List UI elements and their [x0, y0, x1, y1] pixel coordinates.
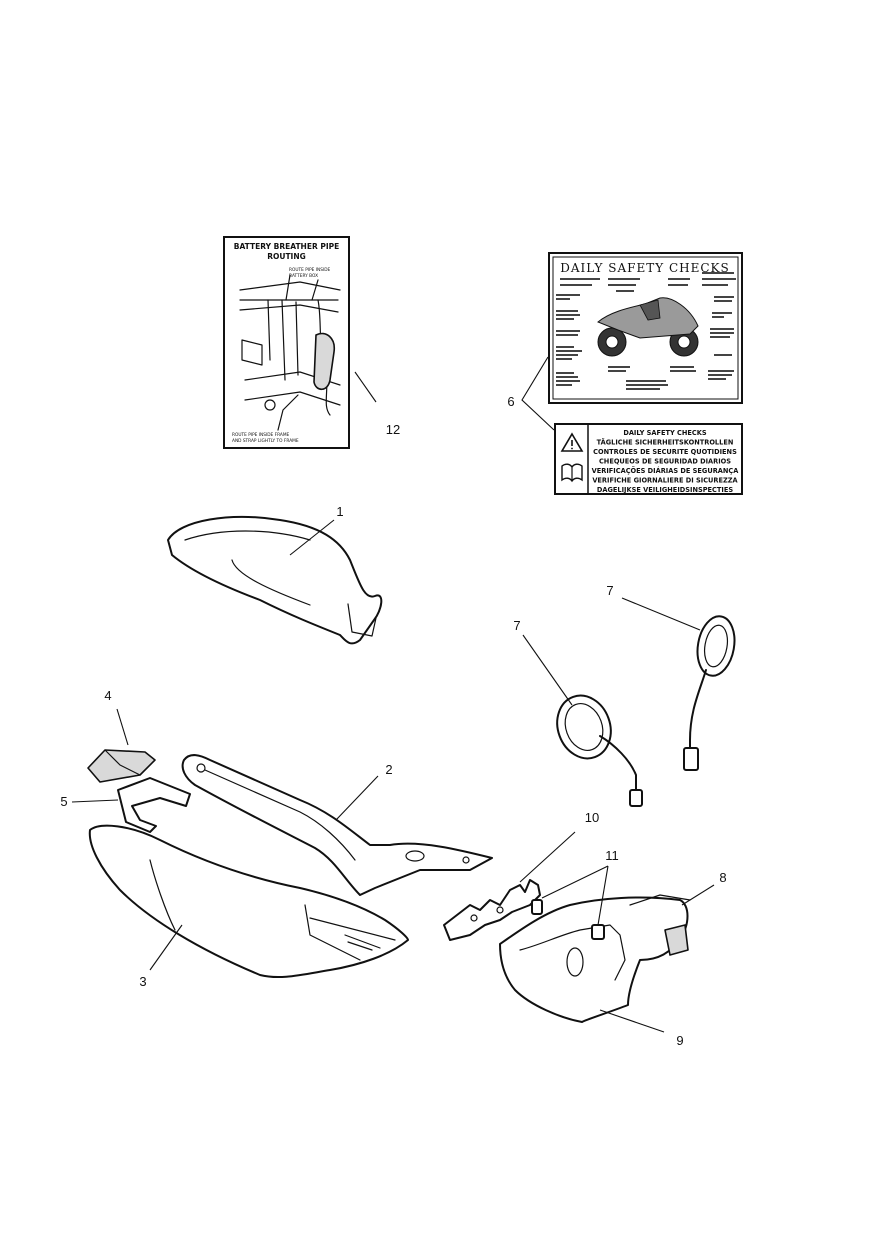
callout-5: 5 — [60, 794, 67, 809]
multilingual-checks-label: DAILY SAFETY CHECKS TÄGLICHE SICHERHEITS… — [554, 423, 743, 495]
callout-3: 3 — [139, 974, 146, 989]
callout-7-left: 7 — [513, 618, 520, 633]
battery-label-note-bottom-1: ROUTE PIPE INSIDE FRAME — [232, 432, 290, 438]
ml-line-7: DAGELIJKSE VEILIGHEIDSINSPECTIES — [597, 486, 733, 494]
mounting-bracket-part — [499, 894, 691, 1023]
callout-1: 1 — [336, 504, 343, 519]
leader-lines — [71, 356, 715, 1033]
battery-label-note-top-2: BATTERY BOX — [289, 273, 318, 279]
mirror-right-part — [683, 615, 736, 771]
callout-12: 12 — [386, 422, 400, 437]
open-book-icon — [561, 463, 583, 483]
battery-breather-label: BATTERY BREATHER PIPE ROUTING ROUTE PIPE… — [223, 236, 350, 449]
callout-8: 8 — [719, 870, 726, 885]
battery-label-title-2: ROUTING — [267, 252, 306, 261]
warning-triangle-icon — [560, 432, 584, 452]
bolts-part — [531, 899, 605, 940]
bracket-part — [117, 777, 191, 833]
ml-line-3: CONTROLES DE SECURITE QUOTIDIENS — [593, 448, 737, 456]
callout-6: 6 — [507, 394, 514, 409]
mirror-left-part — [556, 694, 643, 807]
ml-line-2: TÄGLICHE SICHERHEITSKONTROLLEN — [597, 438, 734, 447]
small-cover-part — [87, 749, 156, 783]
strip-part — [443, 879, 541, 941]
seat-part — [167, 515, 383, 645]
tail-cowl-part — [88, 824, 409, 979]
battery-frame-illustration — [239, 274, 341, 431]
callout-4: 4 — [104, 688, 111, 703]
callout-11: 11 — [605, 848, 619, 863]
callout-2: 2 — [385, 762, 392, 777]
ml-line-6: VERIFICHE GIORNALIERE DI SICUREZZA — [592, 477, 738, 485]
ml-line-1: DAILY SAFETY CHECKS — [623, 429, 707, 437]
callout-10: 10 — [585, 810, 599, 825]
ml-line-5: VERIFICAÇÕES DIÁRIAS DE SEGURANÇA — [592, 466, 740, 475]
daily-safety-checks-label: DAILY SAFETY CHECKS — [548, 252, 743, 404]
battery-label-note-bottom-2: AND STRAP LIGHTLY TO FRAME — [232, 438, 299, 444]
callout-9: 9 — [676, 1033, 683, 1048]
daily-checks-fine-print — [556, 272, 736, 390]
daily-checks-title: DAILY SAFETY CHECKS — [560, 261, 729, 275]
callout-numbers: 12 6 1 7 7 4 2 5 10 11 8 3 9 — [60, 394, 726, 1048]
battery-label-note-top-1: ROUTE PIPE INSIDE — [289, 267, 331, 273]
motorcycle-illustration — [597, 297, 699, 357]
seat-frame-bracket-part — [181, 754, 493, 896]
ml-line-4: CHEQUEOS DE SEGURIDAD DIARIOS — [599, 458, 731, 466]
callout-7-right: 7 — [606, 583, 613, 598]
battery-label-title-1: BATTERY BREATHER PIPE — [234, 242, 340, 251]
